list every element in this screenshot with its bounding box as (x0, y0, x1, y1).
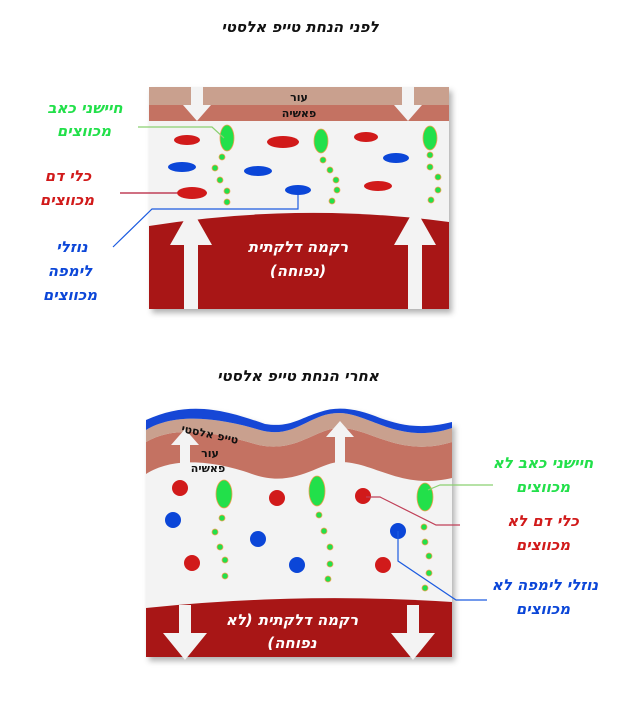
after-up-arrows (171, 421, 354, 470)
before-fascia-layer (149, 105, 449, 121)
after-pain-label-2: מכווצים (516, 478, 571, 496)
after-panel (146, 408, 452, 657)
before-lymph-leader-line (112, 195, 299, 248)
after-labels: חיישני כאב לא מכווצים כלי דם לא מכווצים … (492, 454, 599, 618)
after-tape-layer (146, 408, 452, 434)
after-tissue-line1: רקמה דלקתית (לא (226, 611, 358, 629)
before-fascia-label: פאשיה (282, 107, 316, 120)
after-blood-label-1: כלי דם לא (507, 512, 579, 530)
before-labels: חיישני כאב מכווצים כלי דם מכווצים נוזלי … (40, 99, 124, 304)
before-pain-leader-line (138, 126, 225, 139)
after-lymph-label-1: נוזלי לימפה לא (492, 576, 599, 594)
before-down-arrows (183, 87, 422, 121)
after-blood-label-2: מכווצים (516, 536, 571, 554)
before-up-arrows (170, 208, 436, 309)
before-inflamed-tissue (149, 212, 449, 309)
before-lymph-vessels (168, 153, 409, 195)
before-lymph-label-1: נוזלי (56, 238, 88, 256)
after-lymph-leader-line (397, 531, 487, 601)
after-pain-leader-line (427, 484, 493, 491)
before-skin-layer (149, 87, 449, 105)
arrow-up-icon (326, 421, 354, 464)
before-pain-label-1: חיישני כאב (47, 99, 123, 117)
before-tissue-line2: (נפוחה) (270, 262, 326, 280)
after-fascia-layer (146, 428, 452, 481)
before-skin-label: עור (290, 91, 308, 104)
after-lymph-label-2: מכווצים (516, 600, 571, 618)
before-lymph-label-3: מכווצים (43, 286, 98, 304)
before-blood-vessels (174, 132, 392, 199)
after-blood-leader-line (366, 496, 460, 526)
before-title: לפני הנחת טייפ אלסטי (221, 18, 379, 36)
after-tissue (146, 598, 452, 657)
arrow-up-icon (170, 208, 212, 309)
after-down-arrows (163, 605, 435, 660)
after-title: אחרי הנחת טייפ אלסטי (217, 367, 379, 385)
arrow-down-icon (394, 87, 422, 121)
after-skin-layer (146, 412, 452, 447)
arrow-up-icon (394, 208, 436, 309)
before-blood-label-2: מכווצים (40, 191, 95, 209)
arrow-down-icon (163, 605, 207, 660)
before-tissue-line1: רקמה דלקתית (248, 238, 348, 256)
after-tissue-line2: נפוחה) (267, 634, 316, 652)
before-pain-receptors (211, 124, 442, 206)
arrow-down-icon (183, 87, 211, 121)
before-lymph-label-2: לימפה (48, 262, 93, 280)
arrow-up-icon (171, 429, 199, 470)
after-pain-label-1: חיישני כאב לא (493, 454, 594, 472)
after-skin-label: עור (201, 447, 219, 460)
after-blood-vessels (172, 480, 391, 573)
before-blood-label-1: כלי דם (45, 167, 92, 185)
before-pain-label-2: מכווצים (57, 122, 112, 140)
arrow-down-icon (391, 605, 435, 660)
after-fascia-label: פאשיה (191, 462, 225, 475)
